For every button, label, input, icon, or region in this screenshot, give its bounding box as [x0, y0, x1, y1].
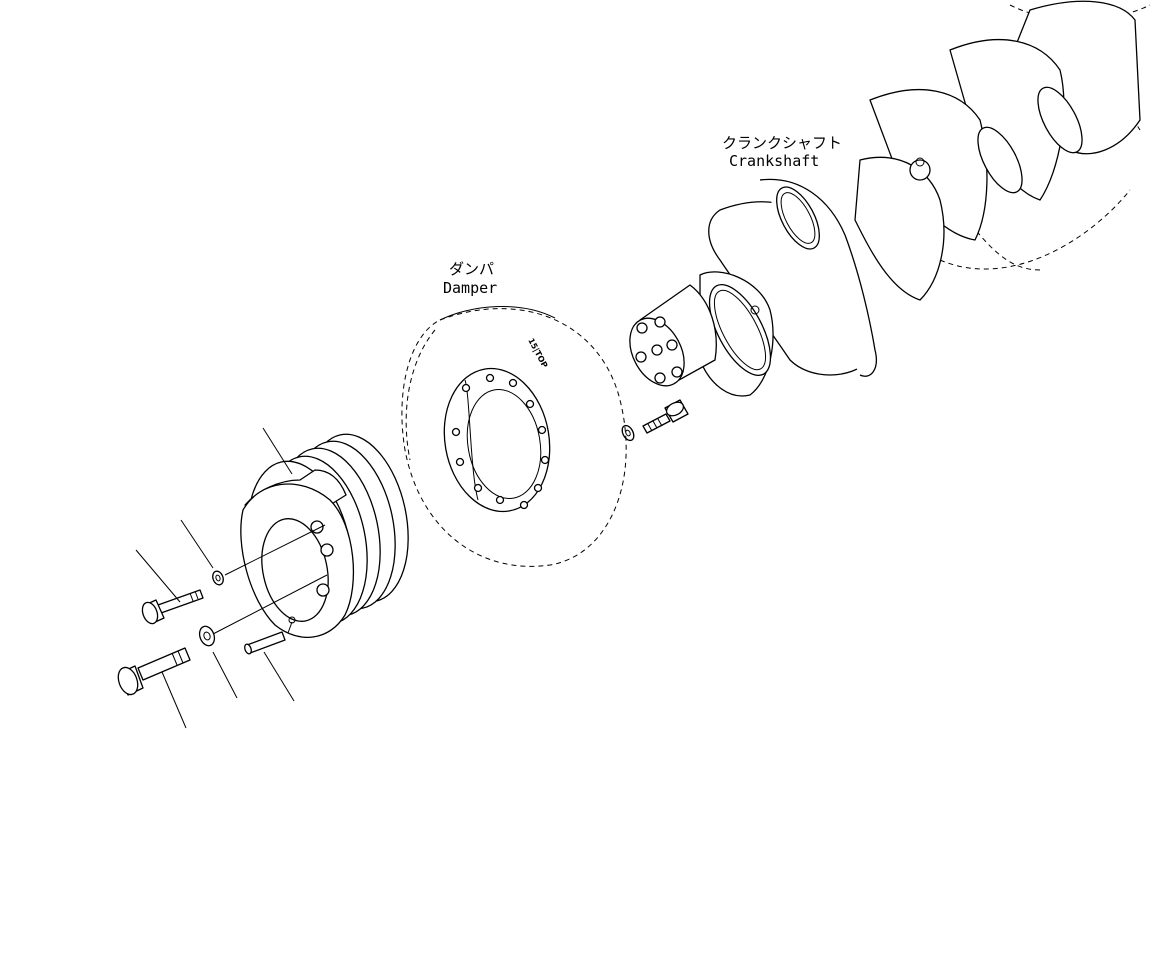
damper-top-mark: 15|TOP: [526, 337, 549, 370]
crankshaft-label-en: Crankshaft: [729, 152, 819, 170]
damper-bolt: [642, 399, 689, 434]
damper-label-en: Damper: [443, 279, 497, 297]
damper: 15|TOP: [401, 306, 627, 567]
damper-label-jp: ダンパ: [449, 260, 494, 278]
assembly-lines: [212, 524, 328, 635]
pulley-bolt-upper: [141, 589, 204, 625]
leader-lines: [135, 427, 295, 729]
dowel-pin: [244, 631, 286, 655]
crankshaft: [629, 0, 1151, 397]
pulley: [240, 433, 409, 638]
crankshaft-label-jp: クランクシャフト: [722, 134, 842, 152]
damper-washer: [621, 424, 635, 442]
pulley-washer-lower: [198, 625, 216, 647]
pulley-bolt-lower: [117, 647, 191, 696]
pulley-washer-upper: [212, 570, 224, 586]
